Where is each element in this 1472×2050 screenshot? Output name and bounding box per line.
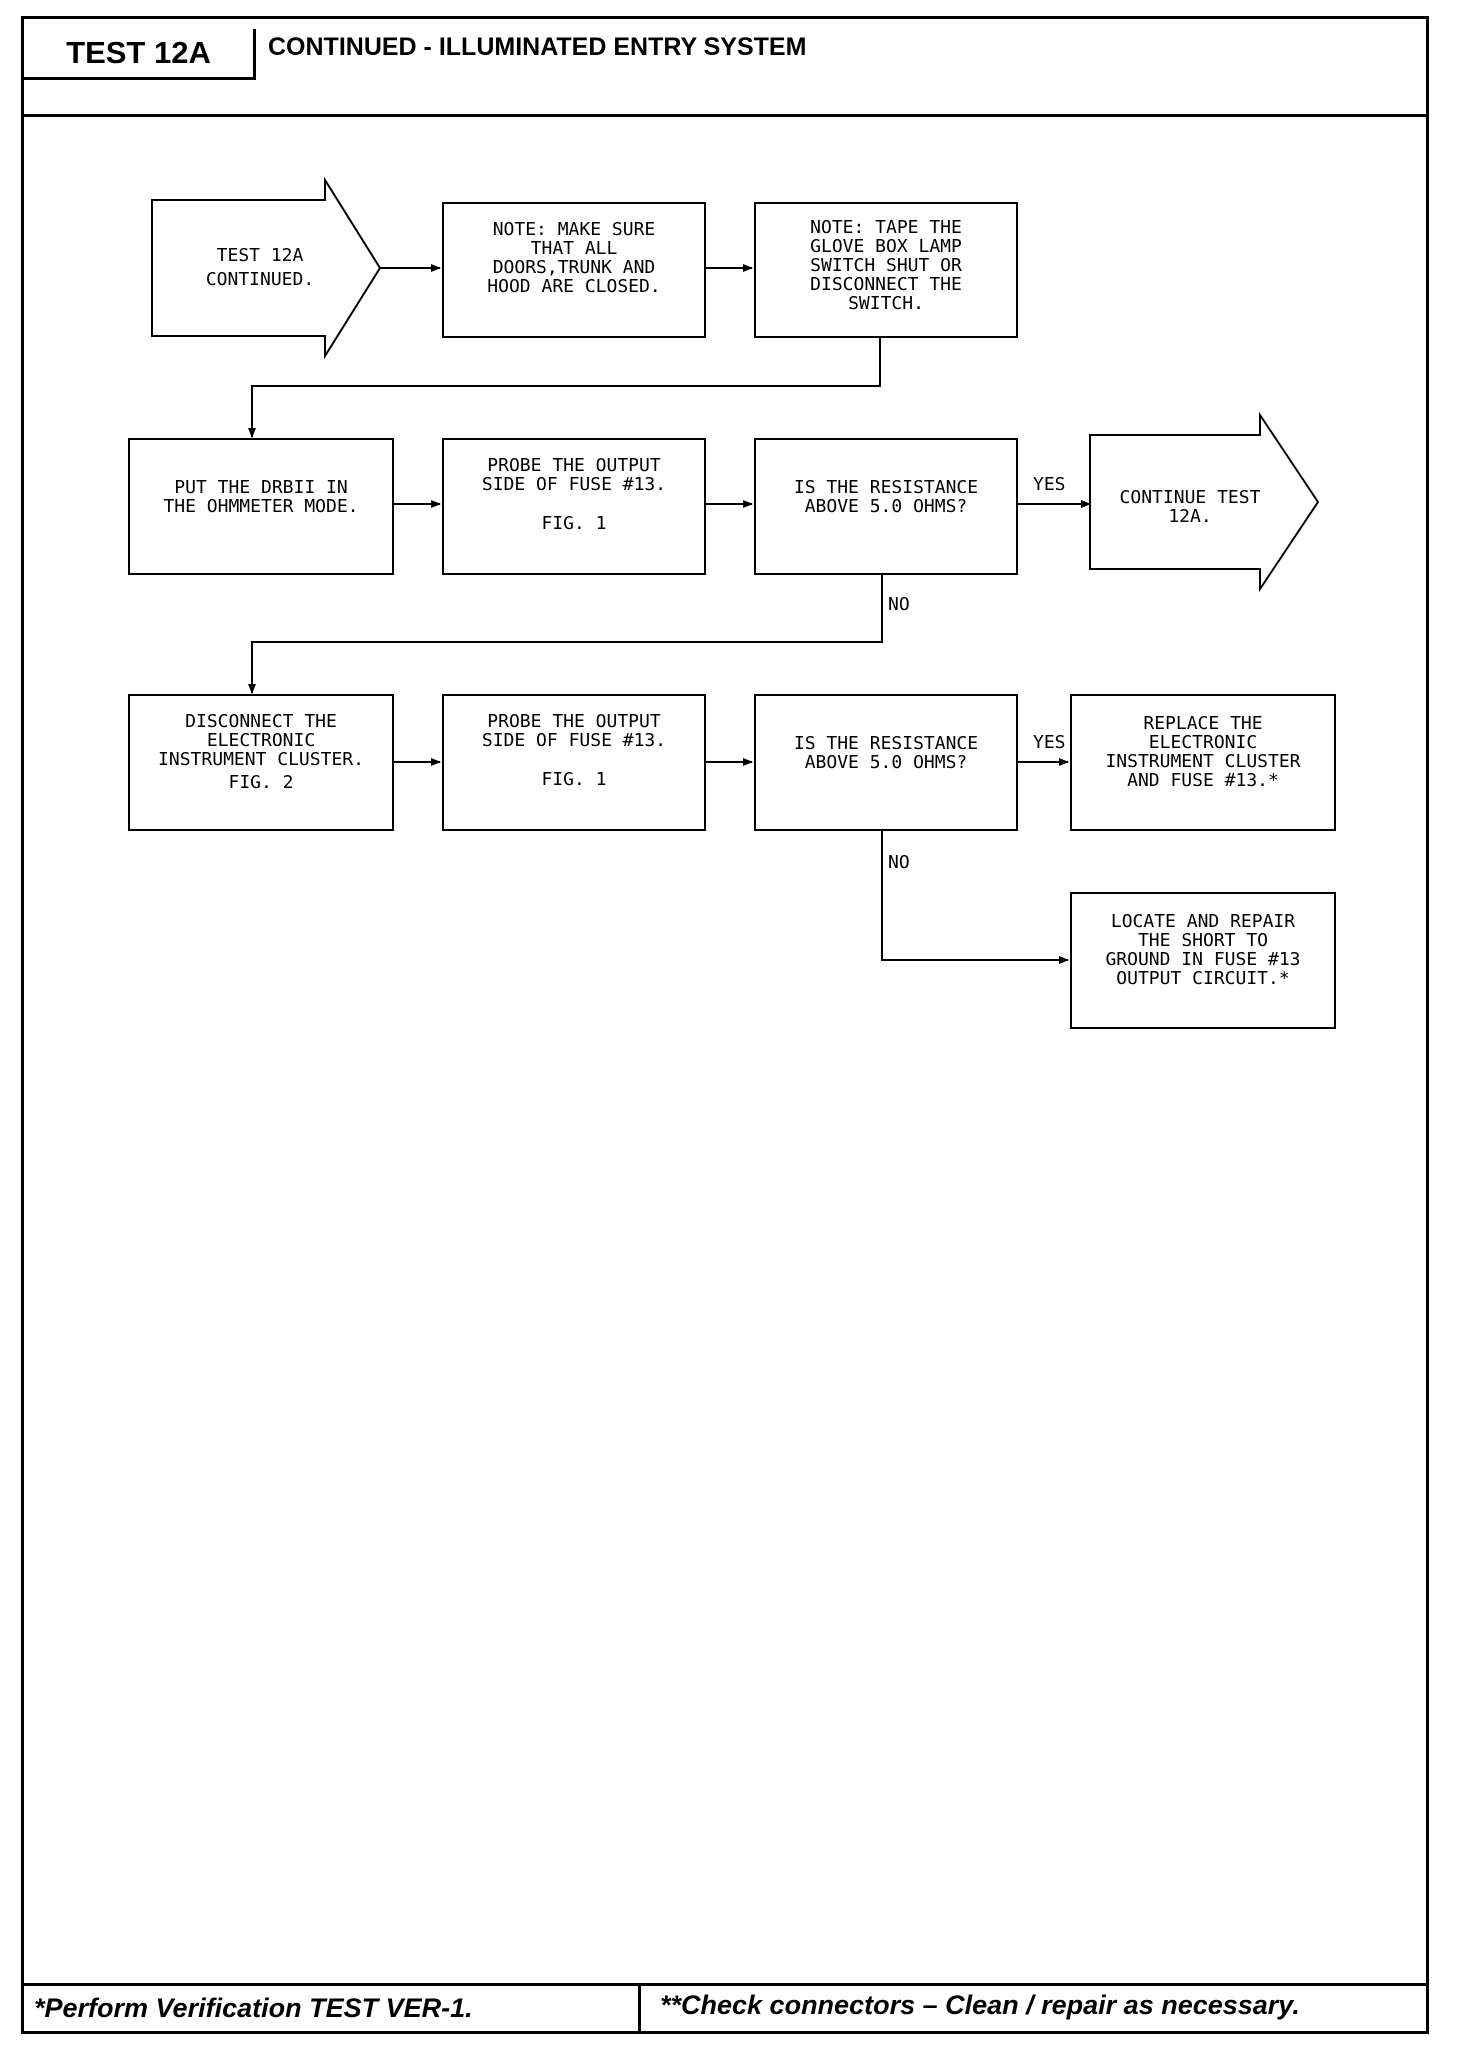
connector-note2-to-drb xyxy=(248,338,881,438)
footer-divider xyxy=(21,1983,1429,1986)
question-2-text: IS THE RESISTANCE ABOVE 5.0 OHMS? xyxy=(793,733,979,773)
step-probe-fuse-1: PROBE THE OUTPUT SIDE OF FUSE #13. FIG. … xyxy=(442,438,706,575)
note-doors-closed: NOTE: MAKE SURE THAT ALL DOORS,TRUNK AND… xyxy=(442,202,706,338)
result-repair-short: LOCATE AND REPAIR THE SHORT TO GROUND IN… xyxy=(1070,892,1336,1029)
replace-text: REPLACE THE ELECTRONIC INSTRUMENT CLUSTE… xyxy=(1105,713,1301,791)
disconnect-fig: FIG. 2 xyxy=(228,772,294,793)
footer-split xyxy=(638,1983,641,2034)
yes-label-2: YES xyxy=(1033,732,1066,753)
question-resistance-1: IS THE RESISTANCE ABOVE 5.0 OHMS? xyxy=(754,438,1018,575)
yes-label-1: YES xyxy=(1033,474,1066,495)
connector-q2-no xyxy=(881,829,1069,964)
probe-2-text: PROBE THE OUTPUT SIDE OF FUSE #13. xyxy=(481,711,667,751)
note-doors-text: NOTE: MAKE SURE THAT ALL DOORS,TRUNK AND… xyxy=(487,219,661,297)
no-label-2: NO xyxy=(888,852,910,873)
probe-2-fig: FIG. 1 xyxy=(541,769,607,790)
result-replace-cluster: REPLACE THE ELECTRONIC INSTRUMENT CLUSTE… xyxy=(1070,694,1336,831)
continue-label: CONTINUE TEST 12A. xyxy=(1119,487,1261,527)
no-label-1: NO xyxy=(888,594,910,615)
connector-q1-no xyxy=(248,573,883,694)
start-arrow-shape xyxy=(151,176,382,360)
probe-1-fig: FIG. 1 xyxy=(541,513,607,534)
repair-text: LOCATE AND REPAIR THE SHORT TO GROUND IN… xyxy=(1105,911,1301,989)
question-1-text: IS THE RESISTANCE ABOVE 5.0 OHMS? xyxy=(793,477,979,517)
step-disconnect-cluster: DISCONNECT THE ELECTRONIC INSTRUMENT CLU… xyxy=(128,694,394,831)
continue-arrow-shape xyxy=(1089,411,1320,593)
test-id: TEST 12A xyxy=(24,29,256,80)
probe-1-text: PROBE THE OUTPUT SIDE OF FUSE #13. xyxy=(481,455,667,495)
step-probe-fuse-2: PROBE THE OUTPUT SIDE OF FUSE #13. FIG. … xyxy=(442,694,706,831)
drb-mode-text: PUT THE DRBII IN THE OHMMETER MODE. xyxy=(163,477,359,517)
footer-connectors-note: **Check connectors – Clean / repair as n… xyxy=(660,1990,1300,2020)
question-resistance-2: IS THE RESISTANCE ABOVE 5.0 OHMS? xyxy=(754,694,1018,831)
step-drb-ohmmeter: PUT THE DRBII IN THE OHMMETER MODE. xyxy=(128,438,394,575)
note-glovebox-text: NOTE: TAPE THE GLOVE BOX LAMP SWITCH SHU… xyxy=(810,217,962,314)
page-title: CONTINUED - ILLUMINATED ENTRY SYSTEM xyxy=(268,33,807,61)
disconnect-text: DISCONNECT THE ELECTRONIC INSTRUMENT CLU… xyxy=(158,711,364,770)
header-divider xyxy=(21,114,1429,117)
footer-verification-note: *Perform Verification TEST VER-1. xyxy=(34,1993,473,2023)
start-label: TEST 12A CONTINUED. xyxy=(205,245,315,290)
page-frame xyxy=(21,16,1429,2034)
note-glove-box: NOTE: TAPE THE GLOVE BOX LAMP SWITCH SHU… xyxy=(754,202,1018,338)
